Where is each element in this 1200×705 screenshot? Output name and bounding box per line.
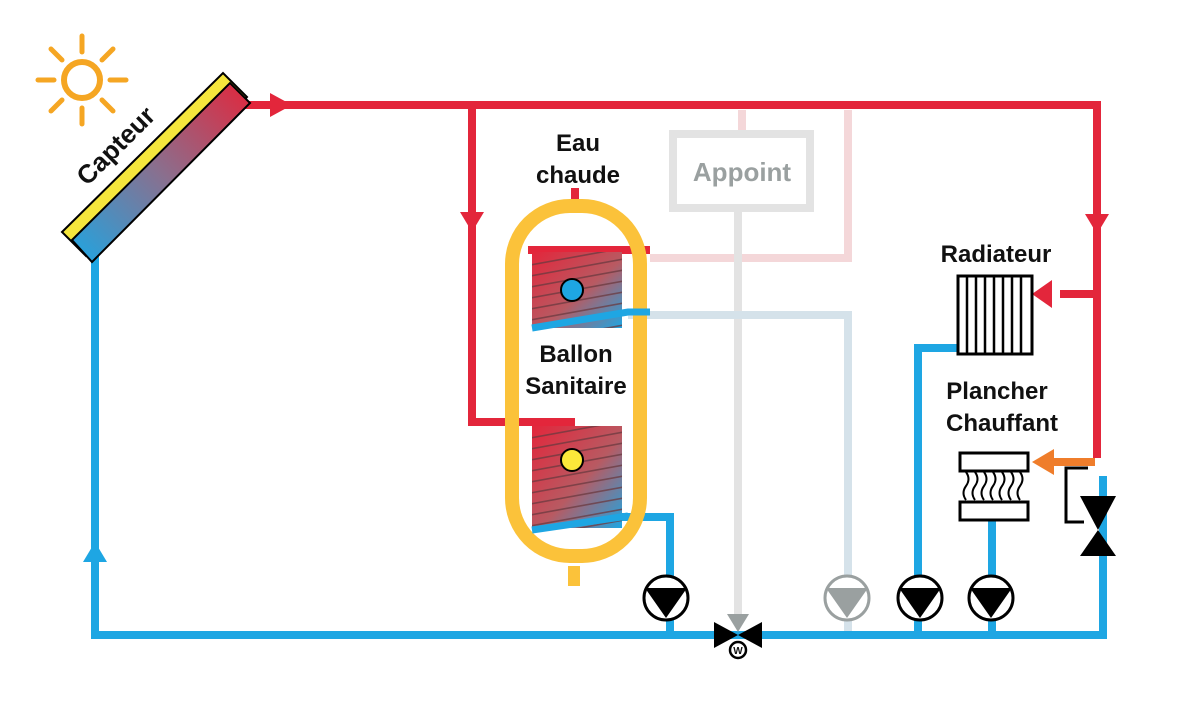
pump-floor-heating-icon: [967, 574, 1015, 622]
arrow-out-of-collector-icon: [270, 93, 292, 117]
eau-chaude-label-line2: chaude: [536, 162, 620, 189]
ballon-label-line1: Ballon: [539, 341, 612, 368]
arrow-down-right-icon: [1085, 214, 1109, 234]
floor-heating: [958, 451, 1030, 522]
lower-heat-exchanger-coil: [531, 426, 629, 534]
floor-heating-supply: [1032, 449, 1095, 475]
lower-temperature-sensor: [560, 448, 584, 472]
upper-temperature-sensor: [560, 278, 584, 302]
eau-chaude-label-line1: Eau: [556, 130, 600, 157]
sun-icon: [35, 33, 129, 127]
pump-tank-icon: [642, 574, 690, 622]
arrow-to-radiator-icon: [1032, 280, 1052, 308]
appoint-label: Appoint: [693, 157, 792, 187]
ballon-label-line2: Sanitaire: [525, 373, 626, 400]
arrow-up-return-icon: [83, 542, 107, 562]
upper-heat-exchanger-coil: [531, 252, 650, 332]
arrow-down-coil-icon: [460, 212, 484, 232]
appoint-circuit-faded: [628, 110, 852, 635]
plancher-label-line2: Chauffant: [946, 410, 1058, 437]
solar-collector: [60, 71, 252, 264]
valve-motor-letter: W: [733, 646, 743, 657]
radiateur-label: Radiateur: [941, 241, 1052, 268]
hot-water-tank: [505, 199, 647, 586]
three-way-valve-icon: W: [714, 614, 762, 660]
pump-appoint-icon: [823, 574, 871, 622]
plancher-label-line1: Plancher: [946, 378, 1047, 405]
radiator: [956, 274, 1034, 356]
pump-radiator-icon: [896, 574, 944, 622]
hot-supply-pipes: [240, 101, 1101, 458]
thermostatic-valve-icon: [1064, 466, 1116, 556]
